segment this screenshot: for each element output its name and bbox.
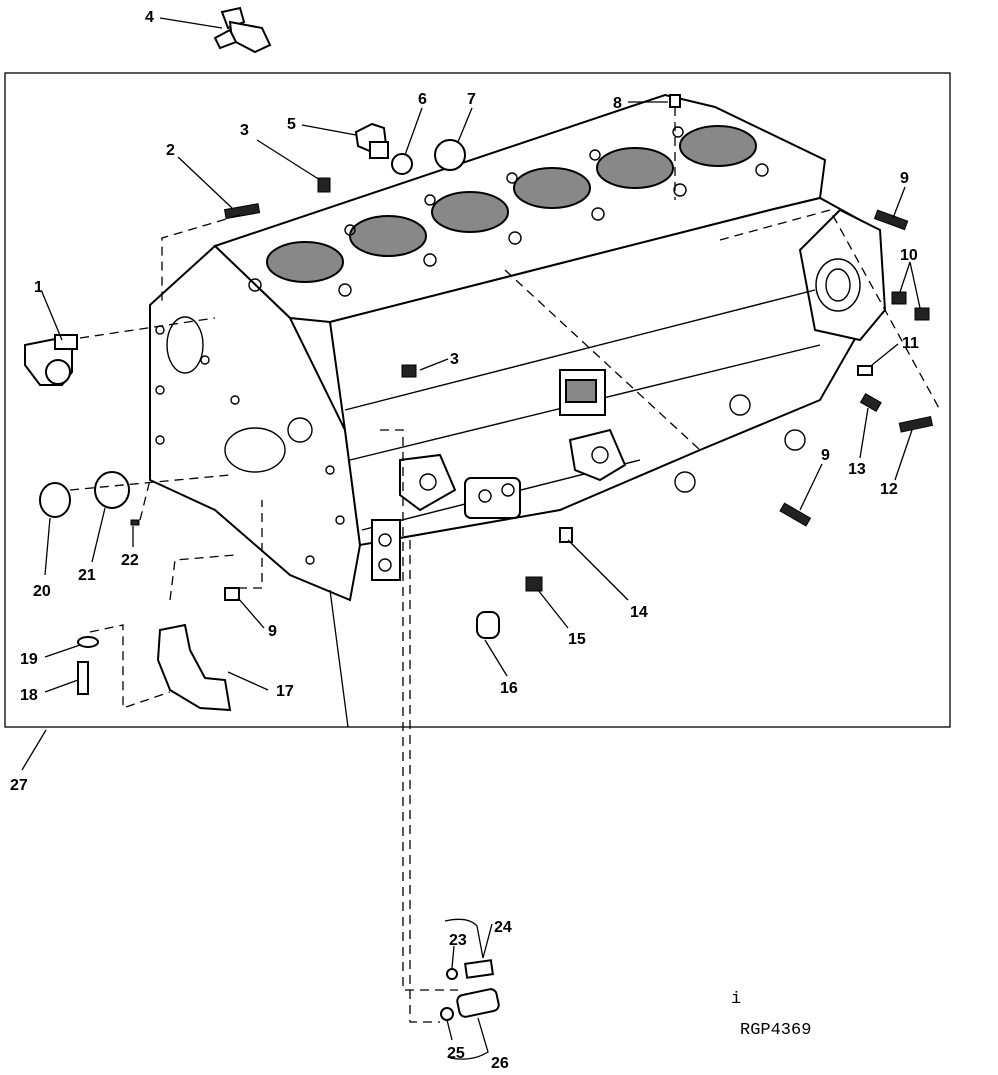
part-2-stud: [223, 203, 261, 220]
part-3-plug-top: [317, 177, 331, 193]
callout-19: 19: [20, 651, 38, 668]
callout-labels: 4 1 2 3 5 6 7 8 3 9 10 11 12 13 9 14 15 …: [10, 9, 919, 1072]
callout-27: 27: [10, 777, 28, 794]
cylinder-bore-4: [513, 167, 591, 209]
part-17-bearing-cap: [156, 623, 232, 712]
callout-25: 25: [447, 1045, 465, 1062]
part-15-plug: [525, 576, 543, 592]
block-front-face: [149, 244, 362, 602]
part-23-o-ring: [446, 968, 458, 980]
callout-22: 22: [121, 552, 139, 569]
callout-9-side: 9: [821, 447, 830, 464]
callout-15: 15: [568, 631, 586, 648]
callout-2: 2: [166, 142, 175, 159]
cylinder-block: [149, 93, 887, 602]
part-7-plug-cap: [434, 139, 466, 171]
part-21-bushing: [94, 471, 130, 509]
assembly-frame: [4, 72, 951, 728]
callout-3-side: 3: [450, 351, 459, 368]
callout-13: 13: [848, 461, 866, 478]
drawing-code: RGP4369: [740, 1021, 811, 1040]
cylinder-bore-3: [431, 191, 509, 233]
part-10-plug-a: [891, 291, 907, 305]
part-6-o-ring: [391, 153, 413, 175]
callout-1: 1: [34, 279, 43, 296]
cylinder-bore-6: [679, 125, 757, 167]
part-8-dowel: [669, 94, 681, 108]
part-9-stud-side: [779, 502, 812, 527]
part-18-bolt: [77, 661, 89, 695]
part-19-washer: [77, 636, 99, 648]
part-1-elbow: [24, 334, 78, 386]
assembly-lines: [69, 107, 941, 1023]
callout-17: 17: [276, 683, 294, 700]
part-4-drain-cock: [213, 6, 272, 54]
part-5-plug: [354, 122, 389, 159]
part-26-fitting: [456, 988, 500, 1018]
callout-9-lower: 9: [268, 623, 277, 640]
callout-14: 14: [630, 604, 648, 621]
callout-5: 5: [287, 116, 296, 133]
part-20-seal: [39, 482, 71, 518]
part-14-fitting: [559, 527, 573, 543]
callout-11: 11: [902, 335, 919, 352]
part-9-stud-rear: [873, 209, 909, 231]
callout-20: 20: [33, 583, 51, 600]
part-3-plug-side: [401, 364, 417, 378]
part-25-o-ring: [440, 1007, 454, 1021]
cylinder-bore-1: [266, 241, 344, 283]
callout-9-rear: 9: [900, 170, 909, 187]
callout-18: 18: [20, 687, 38, 704]
part-9-plug-lower: [224, 587, 240, 601]
callout-23: 23: [449, 932, 467, 949]
part-24-fitting: [464, 959, 494, 979]
callout-16: 16: [500, 680, 518, 697]
corner-mark: i: [731, 990, 741, 1009]
part-13-stud: [859, 392, 882, 413]
callout-10: 10: [900, 247, 918, 264]
cylinder-bore-5: [596, 147, 674, 189]
part-22-pin: [130, 519, 140, 526]
callout-21: 21: [78, 567, 96, 584]
part-12-stud: [898, 415, 934, 433]
callout-3-top: 3: [240, 122, 249, 139]
part-16-cap: [476, 611, 500, 639]
callout-26: 26: [491, 1055, 509, 1070]
leader-lines: [21, 17, 921, 1060]
callout-6: 6: [418, 91, 427, 108]
callout-24: 24: [494, 919, 512, 936]
cylinder-bore-2: [349, 215, 427, 257]
part-11-pin: [857, 365, 873, 376]
callout-4: 4: [145, 9, 154, 26]
callout-8: 8: [613, 95, 622, 112]
part-10-plug-b: [914, 307, 930, 321]
callout-12: 12: [880, 481, 898, 498]
callout-7: 7: [467, 91, 476, 108]
